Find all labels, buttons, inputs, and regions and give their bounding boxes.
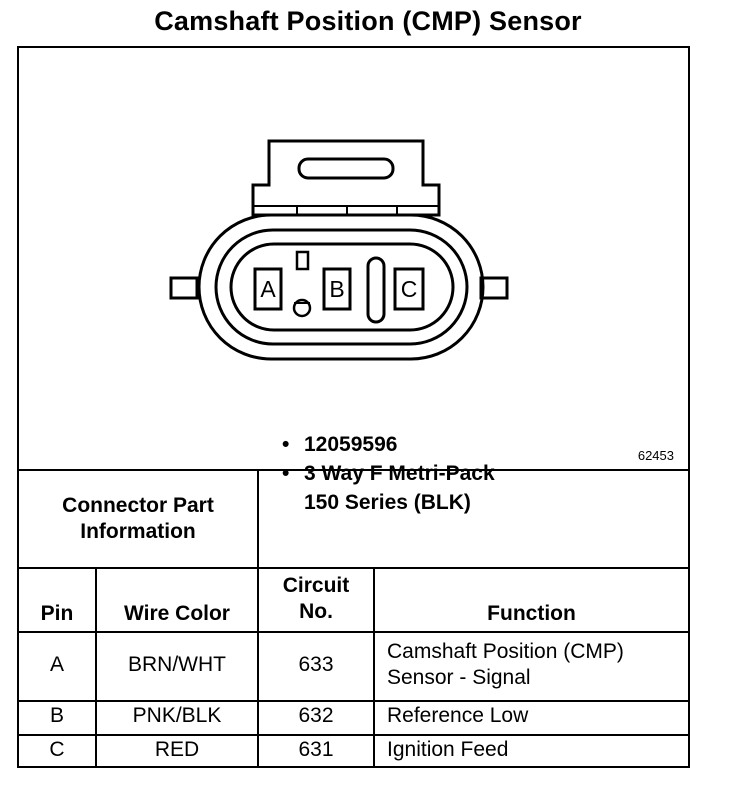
divider [257,469,259,631]
right-tab [479,276,509,300]
connector-diagram: A B C 62453 [19,48,688,471]
divider [257,631,259,766]
bullet: • [282,433,290,456]
table-cell-circuit: 633 [298,653,334,676]
divider [19,567,688,569]
connector-info-label: Connector Part Information [19,471,257,567]
divider [19,631,688,633]
latch-slot [297,157,395,180]
table-cell-function: Camshaft Position (CMP) Sensor - Signal [375,632,688,698]
function-line1: Camshaft Position (CMP) [387,640,624,663]
table-cell-wire-color: RED [154,738,200,761]
table-cell-function: Ignition Feed [387,738,509,761]
header-function: Function [487,602,576,625]
header-circuit-line2: No. [299,600,333,623]
pin-b-label: B [329,276,344,302]
table-cell-circuit: 632 [298,704,334,727]
divider [19,734,688,736]
connector-description-line2: 150 Series (BLK) [304,491,471,514]
bullet: • [282,462,290,485]
table-cell-wire-color: PNK/BLK [132,704,222,727]
function-line2: Sensor - Signal [387,666,531,689]
pin-c-label: C [401,276,418,302]
header-circuit-line1: Circuit [282,574,350,597]
diagram-frame: A B C 62453 Connector Part Information [17,46,690,768]
left-tab [169,276,199,300]
connector-housing [197,213,485,361]
pin-c-terminal [393,267,425,311]
figure-number: 62453 [637,448,674,463]
connector-drawing: A B C [169,139,509,361]
key-square [295,250,310,271]
connector-info-label-line2: Information [80,520,196,543]
header-circuit: Circuit No. [259,567,373,631]
connector-info-list: • 12059596 • 3 Way F Metri-Pack 150 Seri… [282,430,495,517]
list-item: • 3 Way F Metri-Pack [282,459,495,488]
table-cell-wire-color: BRN/WHT [128,653,226,676]
page-title: Camshaft Position (CMP) Sensor [154,6,582,36]
header-wire-color: Wire Color [124,602,230,625]
pin-a-label: A [260,276,276,302]
table-cell-pin: B [49,704,64,727]
connector-latch [251,139,441,217]
table-cell-pin: A [49,653,64,676]
part-number: 12059596 [304,433,398,456]
polarization-rib [366,256,386,324]
connector-description-line1: 3 Way F Metri-Pack [304,462,495,485]
header-pin: Pin [40,602,74,625]
table-cell-pin: C [49,738,65,761]
list-item: • 12059596 [282,430,495,459]
pin-b-terminal [322,267,352,311]
divider [373,567,375,766]
divider [19,469,688,471]
table-cell-circuit: 631 [298,738,334,761]
pin-a-terminal [253,267,283,311]
divider [95,567,97,766]
table-cell-function: Reference Low [387,704,529,727]
key-circle [292,298,312,318]
divider [19,700,688,702]
connector-info-label-line1: Connector Part [62,494,214,517]
